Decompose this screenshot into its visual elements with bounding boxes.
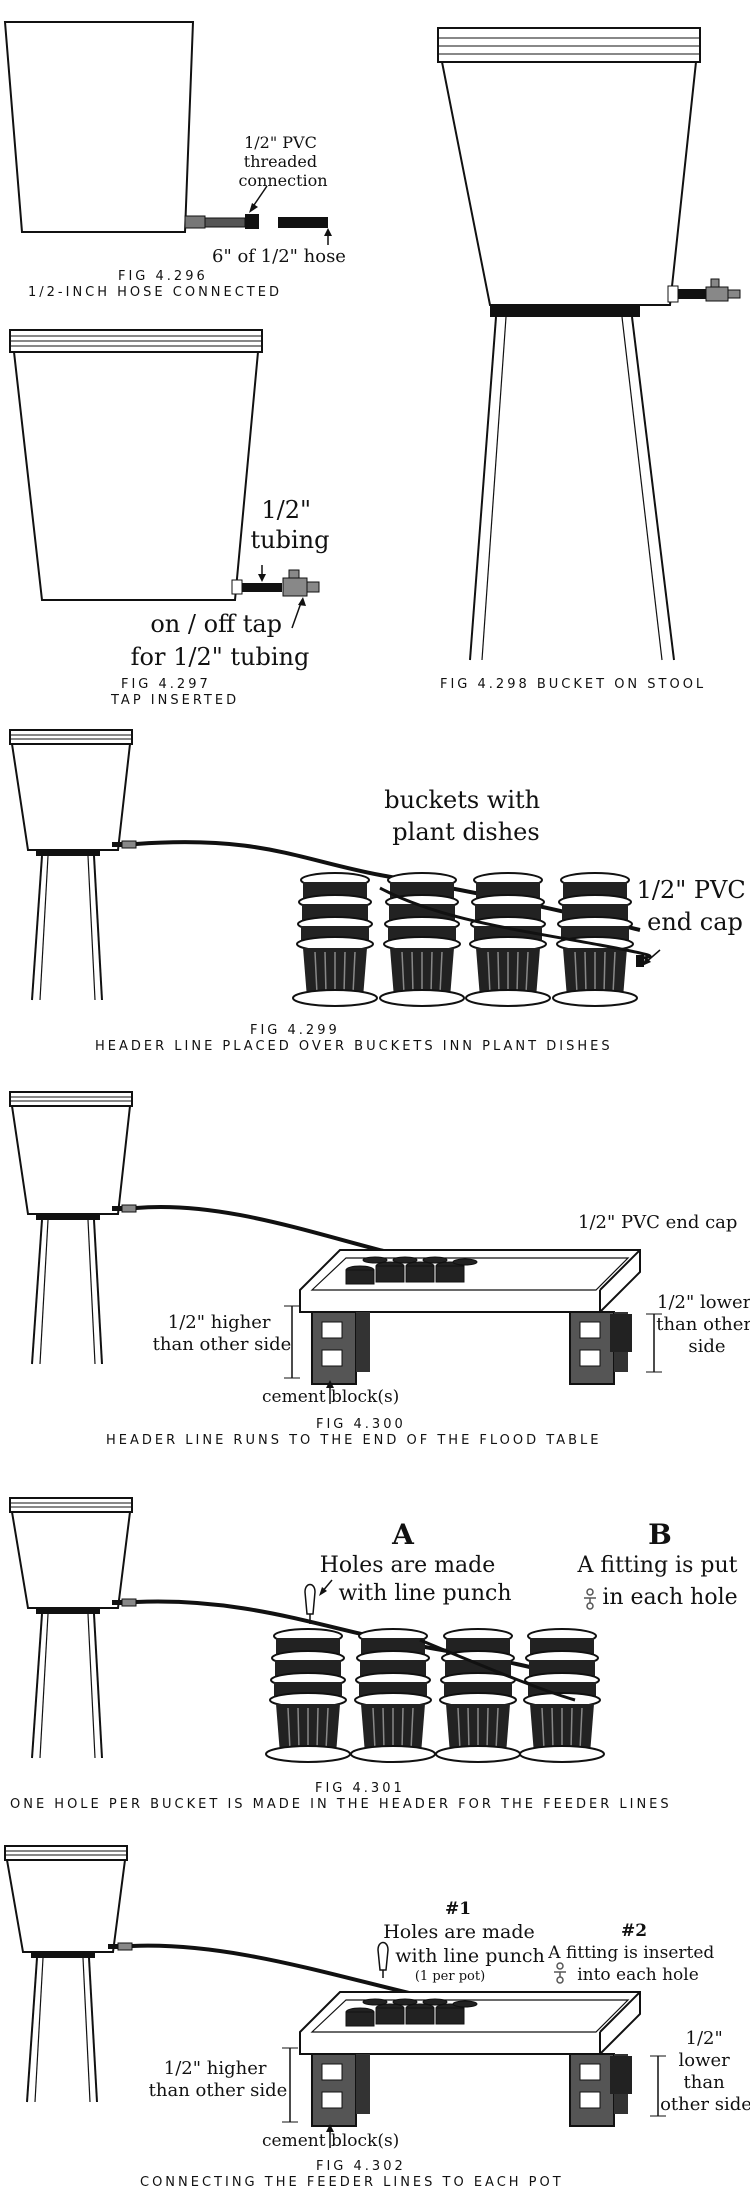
fig-4-299-num: FIG 4.299 [250, 1023, 340, 1038]
buckets-label-1: buckets with [384, 786, 540, 814]
lower-label-1: 1/2" lower [657, 1292, 750, 1313]
fig-4-301-num: FIG 4.301 [315, 1781, 405, 1796]
lower-label-3: than [684, 2072, 726, 2093]
fig-4-296: 1/2" PVC threaded connection 6" of 1/2" … [3, 21, 346, 300]
lower-label-2: than other [656, 1314, 750, 1335]
svg-text:1/2" tubing: 1/2" tubing [251, 496, 330, 554]
block-label: cement block(s) [262, 1387, 399, 1407]
fig-4-301: A Holes are made with line punch B A fit… [9, 1497, 745, 1812]
label-b-text-2: in each hole [602, 1585, 737, 1610]
svg-text:A fitting is put in each: A fitting is put in each hole [577, 1553, 745, 1610]
label-n2-text-2: into each hole [577, 1965, 699, 1985]
label-b: B [648, 1518, 672, 1551]
hose-label: 6" of 1/2" hose [212, 246, 346, 267]
higher-label-1: 1/2" higher [168, 1312, 271, 1333]
lower-label-1: 1/2" [686, 2028, 723, 2049]
tubing-label-2: tubing [251, 526, 330, 554]
tap-label-1: on / off tap [150, 610, 282, 638]
label-a-text-2: with line punch [338, 1581, 511, 1606]
fig-4-298: FIG 4.298 BUCKET ON STOOL [437, 27, 741, 692]
svg-text:buckets with plant dishe: buckets with plant dishes [384, 786, 548, 846]
svg-text:Holes are made with line: Holes are made with line punch [320, 1553, 512, 1606]
fig-4-302: #1 Holes are made with line punch (1 per… [4, 1845, 750, 2190]
svg-text:1/2" lower than: 1/2" lower than other side [660, 2028, 750, 2115]
svg-text:1/2" PVC end cap: 1/2" PVC end cap [637, 876, 750, 936]
endcap-label-2: end cap [647, 908, 743, 936]
pvc-label-2: threaded [244, 152, 317, 171]
fig-4-302-caption: CONNECTING THE FEEDER LINES TO EACH POT [140, 2175, 564, 2190]
label-n2: #2 [621, 1921, 647, 1941]
fig-4-297: 1/2" tubing on / off tap for 1/2" tubing… [9, 329, 330, 708]
higher-label-2: than other side [153, 1334, 292, 1355]
label-n1-text-1: Holes are made [383, 1921, 535, 1943]
hose-fitting [184, 215, 206, 229]
label-a: A [391, 1518, 415, 1551]
lower-label-4: other side [660, 2094, 750, 2115]
block-label: cement block(s) [262, 2131, 399, 2151]
fig-4-296-caption: 1/2-INCH HOSE CONNECTED [28, 285, 282, 300]
fig-4-299: buckets with plant dishes 1/2" PVC end c… [9, 729, 750, 1054]
higher-label-2: than other side [149, 2080, 288, 2101]
svg-text:A fitting is inserted in: A fitting is inserted into each hole [547, 1943, 719, 1985]
svg-text:1/2" PVC threaded: 1/2" PVC threaded connection [238, 133, 327, 190]
higher-label-1: 1/2" higher [164, 2058, 267, 2079]
fig-4-296-num: FIG 4.296 [118, 269, 208, 284]
fig-4-299-caption: HEADER LINE PLACED OVER BUCKETS INN PLAN… [95, 1039, 613, 1054]
buckets-label-2: plant dishes [392, 818, 539, 846]
pvc-label-3: connection [238, 171, 327, 190]
fig-4-298-caption: FIG 4.298 BUCKET ON STOOL [440, 677, 706, 692]
svg-text:on / off tap for 1/2" tu: on / off tap for 1/2" tubing [131, 610, 310, 671]
fig-4-302-num: FIG 4.302 [316, 2159, 406, 2174]
label-n1-sub: (1 per pot) [415, 1969, 485, 1984]
fig-4-300: 1/2" PVC end cap 1/2" higher than other … [9, 1091, 750, 1448]
svg-text:1/2" lower than other: 1/2" lower than other side [656, 1292, 750, 1357]
lower-label-3: side [688, 1336, 725, 1357]
fig-4-297-caption: TAP INSERTED [110, 693, 239, 708]
label-n2-text-1: A fitting is inserted [547, 1943, 714, 1963]
tubing-label-1: 1/2" [261, 496, 311, 524]
endcap-label-1: 1/2" PVC [637, 876, 746, 904]
pvc-label-1: 1/2" PVC [244, 133, 317, 152]
tap-label-2: for 1/2" tubing [131, 643, 310, 671]
fig-4-301-caption: ONE HOLE PER BUCKET IS MADE IN THE HEADE… [10, 1797, 672, 1812]
endcap-label: 1/2" PVC end cap [578, 1212, 737, 1233]
svg-text:1/2" higher than other: 1/2" higher than other side [149, 2058, 288, 2101]
label-b-text-1: A fitting is put [577, 1553, 738, 1578]
svg-text:Holes are made with line: Holes are made with line punch [383, 1921, 545, 1967]
lower-label-2: lower [679, 2050, 731, 2071]
fig-4-297-num: FIG 4.297 [121, 677, 211, 692]
fig-4-300-num: FIG 4.300 [316, 1417, 406, 1432]
label-n1-text-2: with line punch [395, 1945, 544, 1967]
svg-text:1/2" higher than other: 1/2" higher than other side [153, 1312, 292, 1355]
fig-4-300-caption: HEADER LINE RUNS TO THE END OF THE FLOOD… [106, 1433, 602, 1448]
label-a-text-1: Holes are made [320, 1553, 496, 1578]
label-n1: #1 [445, 1899, 471, 1919]
